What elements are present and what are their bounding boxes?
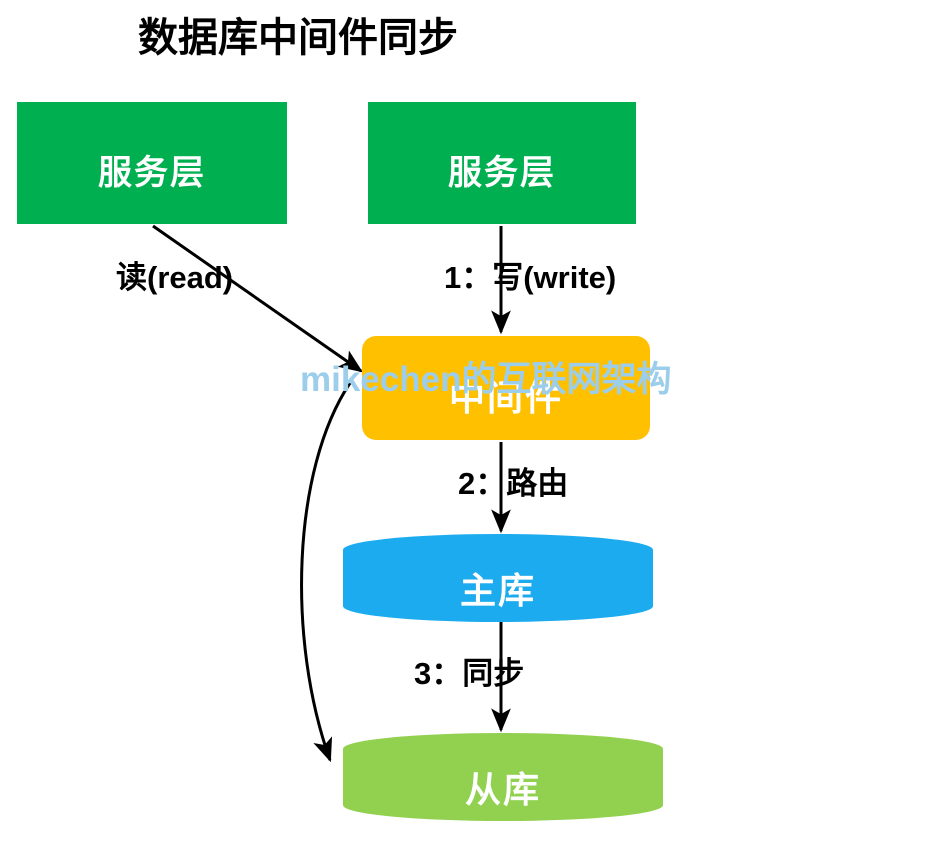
node-middleware-label: 中间件 xyxy=(448,377,563,418)
edge-label-write: 1：写(write) xyxy=(444,260,617,295)
node-service-layer-left[interactable]: 服务层 xyxy=(17,102,287,224)
page-title: 数据库中间件同步 xyxy=(138,16,458,60)
edge-read-arrow xyxy=(152,224,363,373)
edge-label-read: 读(read) xyxy=(116,260,234,295)
node-middleware[interactable]: 中间件 xyxy=(362,336,650,440)
node-slave-database[interactable]: 从库 xyxy=(343,733,663,821)
node-service-layer-right-label: 服务层 xyxy=(448,154,556,192)
node-master-database-label: 主库 xyxy=(459,570,536,611)
node-service-layer-left-label: 服务层 xyxy=(98,154,206,192)
node-service-layer-right[interactable]: 服务层 xyxy=(368,102,636,224)
edge-label-route: 2：路由 xyxy=(458,466,569,501)
node-master-database[interactable]: 主库 xyxy=(343,534,653,622)
node-slave-database-label: 从库 xyxy=(464,769,541,810)
edge-label-sync: 3：同步 xyxy=(414,656,525,691)
